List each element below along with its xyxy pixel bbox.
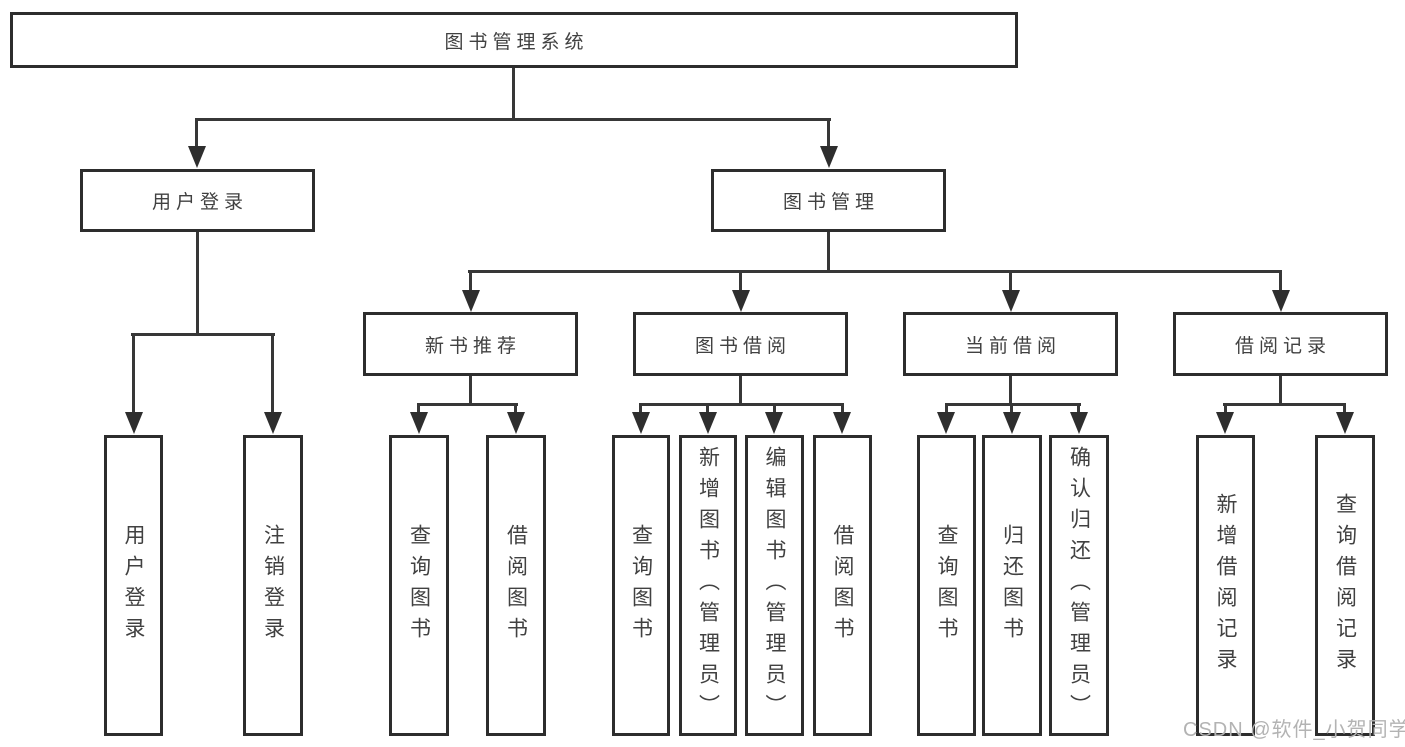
connector-book-management-stub (827, 232, 830, 273)
arrowhead-leaf (507, 412, 525, 434)
connector-leaf-stem (1224, 403, 1227, 413)
arrowhead-leaf (1336, 412, 1354, 434)
arrowhead-borrow-records (1272, 290, 1290, 312)
connector-user-login-bar (131, 333, 275, 336)
leaf-user-login-label: 用户登录 (122, 523, 145, 648)
node-book-borrow-label: 图书借阅 (694, 335, 791, 357)
connector-level2-bar (468, 270, 1282, 273)
connector-borrow-records-bar (1223, 403, 1346, 406)
leaf-query-borrow-record: 查询借阅记录 (1315, 435, 1375, 736)
leaf-logout: 注销登录 (243, 435, 303, 736)
arrowhead-book-management (820, 146, 838, 168)
arrowhead-book-borrow (732, 290, 750, 312)
connector-new-book-stub (469, 376, 472, 405)
connector-leaf-stem (1077, 403, 1080, 413)
node-user-login-label: 用户登录 (151, 192, 248, 213)
leaf-return-books-label: 归还图书 (1000, 523, 1024, 648)
connector-book-borrow-bar (639, 403, 844, 406)
leaf-borrow-books-1: 借阅图书 (486, 435, 546, 736)
node-book-management-label: 图书管理 (782, 192, 879, 213)
leaf-add-book-admin: 新增图书（管理员） (679, 435, 737, 736)
leaf-query-books-1: 查询图书 (389, 435, 449, 736)
arrowhead-leaf-logout (264, 412, 282, 434)
node-root-label: 图书管理系统 (444, 31, 589, 53)
node-book-borrow: 图书借阅 (633, 312, 848, 376)
connector-leaf-stem (706, 403, 709, 413)
connector-root-stub (512, 68, 515, 120)
arrowhead-leaf (410, 412, 428, 434)
leaf-add-borrow-record: 新增借阅记录 (1196, 435, 1255, 736)
connector-current-borrow-stub (1009, 376, 1012, 405)
arrowhead-leaf (765, 412, 783, 434)
arrowhead-leaf-login (125, 412, 143, 434)
connector-current-borrow-bar (945, 403, 1081, 406)
arrowhead-leaf (833, 412, 851, 434)
leaf-confirm-return-admin: 确认归还（管理员） (1049, 435, 1109, 736)
leaf-borrow-books-1-label: 借阅图书 (504, 523, 528, 648)
leaf-edit-book-admin: 编辑图书（管理员） (745, 435, 804, 736)
leaf-borrow-books-2: 借阅图书 (813, 435, 872, 736)
arrowhead-new-book (462, 290, 480, 312)
csdn-watermark: CSDN @软件_小贺同学 (1183, 719, 1405, 741)
connector-leaf-stem (773, 403, 776, 413)
node-new-book-recommend-label: 新书推荐 (424, 335, 521, 357)
connector-new-book-bar (417, 403, 518, 406)
connector-book-management-stem (827, 118, 830, 148)
connector-leaf-stem (945, 403, 948, 413)
leaf-user-login: 用户登录 (104, 435, 163, 736)
leaf-add-borrow-record-label: 新增借阅记录 (1214, 492, 1237, 679)
node-borrow-records: 借阅记录 (1173, 312, 1388, 376)
connector-leaf-stem (1010, 403, 1013, 413)
connector-book-borrow-stem (739, 270, 742, 292)
leaf-query-books-2-label: 查询图书 (629, 523, 653, 648)
leaf-query-books-3-label: 查询图书 (935, 523, 958, 648)
connector-book-borrow-stub (739, 376, 742, 405)
connector-user-login-stem (195, 118, 198, 148)
connector-leaf-stem (417, 403, 420, 413)
node-current-borrow: 当前借阅 (903, 312, 1118, 376)
leaf-edit-book-admin-label: 编辑图书（管理员） (763, 446, 786, 725)
leaf-confirm-return-admin-label: 确认归还（管理员） (1067, 446, 1091, 725)
arrowhead-leaf (632, 412, 650, 434)
connector-user-login-stub (196, 232, 199, 335)
connector-new-book-stem (469, 270, 472, 292)
leaf-borrow-books-2-label: 借阅图书 (831, 523, 854, 648)
connector-leaf-logout-stem (271, 333, 274, 413)
node-root: 图书管理系统 (10, 12, 1018, 68)
node-borrow-records-label: 借阅记录 (1234, 335, 1331, 357)
connector-level1-bar (195, 118, 831, 121)
arrowhead-leaf (699, 412, 717, 434)
leaf-add-book-admin-label: 新增图书（管理员） (696, 446, 720, 725)
connector-leaf-login-stem (132, 333, 135, 413)
arrowhead-user-login (188, 146, 206, 168)
connector-leaf-stem (514, 403, 517, 413)
node-current-borrow-label: 当前借阅 (964, 335, 1061, 357)
leaf-query-books-2: 查询图书 (612, 435, 670, 736)
leaf-return-books: 归还图书 (982, 435, 1042, 736)
node-book-management: 图书管理 (711, 169, 946, 232)
leaf-query-borrow-record-label: 查询借阅记录 (1333, 492, 1357, 679)
leaf-query-books-3: 查询图书 (917, 435, 976, 736)
arrowhead-leaf (1003, 412, 1021, 434)
connector-leaf-stem (639, 403, 642, 413)
node-new-book-recommend: 新书推荐 (363, 312, 578, 376)
node-user-login: 用户登录 (80, 169, 315, 232)
connector-borrow-records-stem (1279, 270, 1282, 292)
leaf-logout-label: 注销登录 (261, 523, 285, 648)
arrowhead-leaf (1070, 412, 1088, 434)
arrowhead-current-borrow (1002, 290, 1020, 312)
connector-leaf-stem (841, 403, 844, 413)
connector-current-borrow-stem (1009, 270, 1012, 292)
arrowhead-leaf (937, 412, 955, 434)
connector-leaf-stem (1343, 403, 1346, 413)
leaf-query-books-1-label: 查询图书 (407, 523, 431, 648)
arrowhead-leaf (1216, 412, 1234, 434)
connector-borrow-records-stub (1279, 376, 1282, 405)
